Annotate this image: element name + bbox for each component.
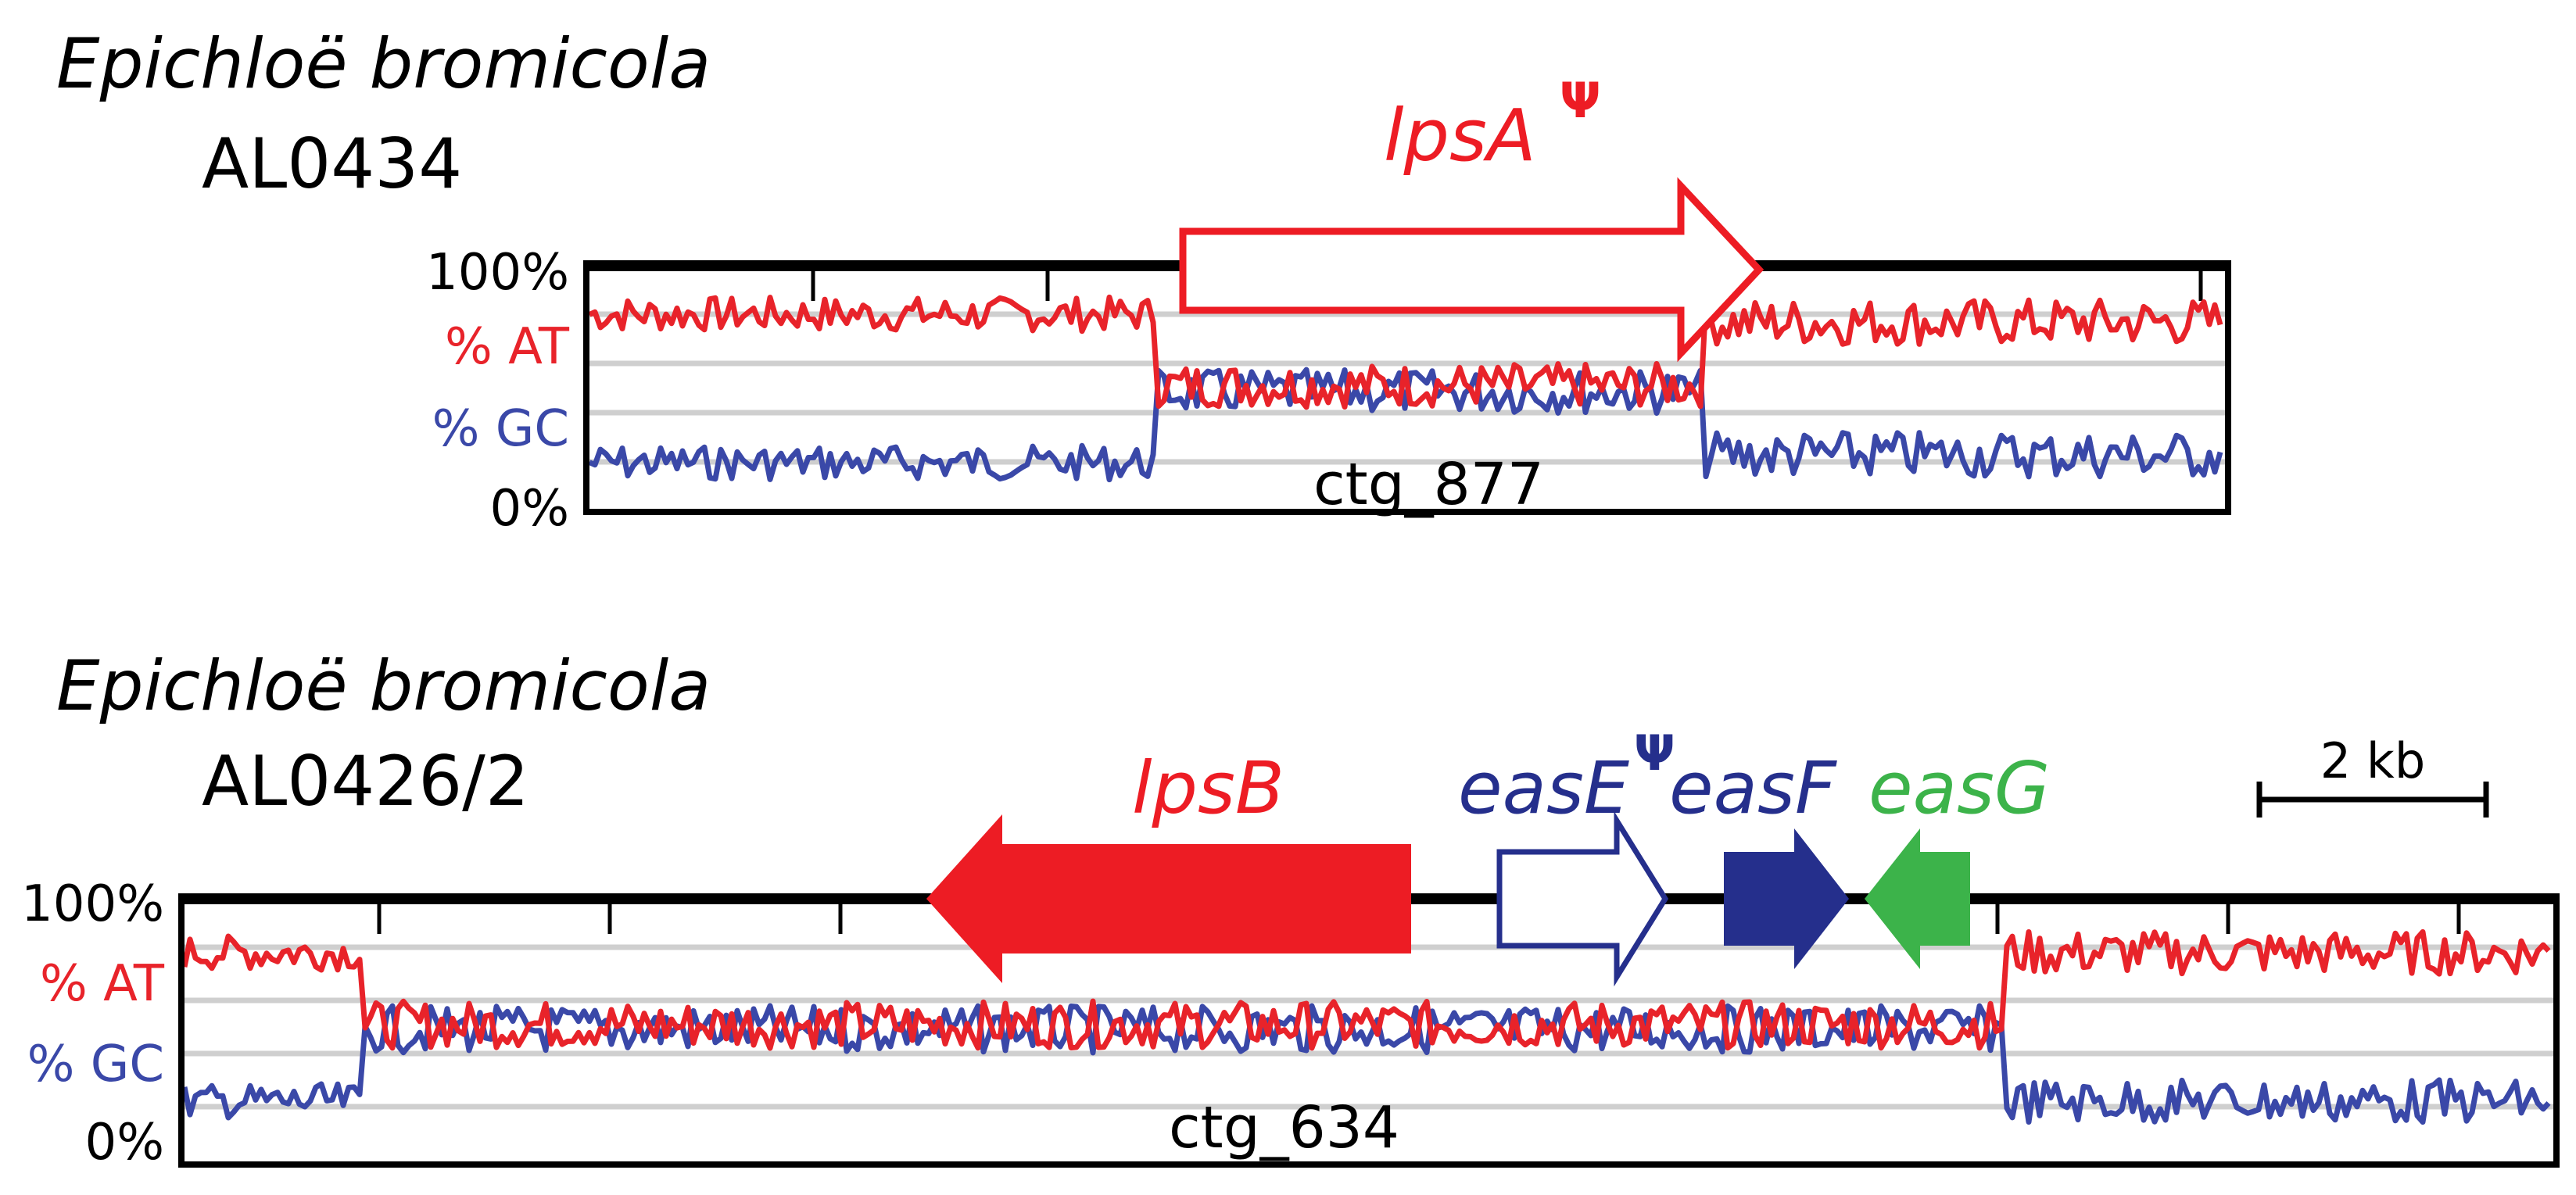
y-axis-at-label-2: % AT (40, 955, 165, 1013)
gene-arrow-easG (1865, 828, 1970, 969)
strain-label-2: AL0426/2 (202, 741, 529, 821)
gene-label-easF: easF (1669, 746, 1837, 830)
at-content-trace-1 (588, 294, 2223, 410)
scale-bar: 2 kb (2256, 732, 2489, 818)
gene-superscript-lpsA: Ψ (1560, 72, 1601, 129)
y-axis-at-label-1: % AT (445, 318, 570, 376)
gene-label-easG: easG (1868, 746, 2050, 830)
strain-label-1: AL0434 (202, 123, 462, 204)
gene-label-lpsA: lpsA (1384, 94, 1536, 177)
gene-label-easE: easE (1458, 746, 1629, 830)
contig-label-2: ctg_634 (1169, 1094, 1399, 1161)
plot-area-2 (178, 893, 2560, 1168)
panel-al0426-2: Epichloë bromicola AL0426/2 100% % AT % … (21, 646, 2560, 1172)
y-axis-bottom-label-1: 0% (489, 480, 569, 538)
gene-arrow-easF (1724, 828, 1849, 969)
species-label-2: Epichloë bromicola (56, 646, 711, 726)
gc-content-trace-1 (588, 367, 2223, 483)
gene-arrow-lpsA (1179, 177, 1765, 363)
species-label-1: Epichloë bromicola (56, 23, 711, 104)
y-axis-top-label-1: 100% (426, 244, 569, 302)
gene-superscript-easE: Ψ (1634, 725, 1675, 782)
gene-label-lpsB: lpsB (1132, 746, 1284, 830)
gene-arrow-easE (1496, 810, 1669, 987)
at-content-trace-2 (181, 928, 2551, 1051)
y-axis-bottom-label-2: 0% (84, 1114, 164, 1172)
panel-al0434: Epichloë bromicola AL0434 100% % AT % GC… (56, 23, 2231, 538)
scale-bar-label: 2 kb (2320, 732, 2425, 789)
contig-label-1: ctg_877 (1313, 451, 1544, 518)
y-axis-gc-label-1: % GC (432, 400, 569, 458)
gene-arrow-lpsB (926, 814, 1411, 983)
y-axis-top-label-2: 100% (21, 875, 164, 933)
y-axis-gc-label-2: % GC (27, 1036, 164, 1093)
gc-content-trace-2 (181, 1003, 2551, 1125)
